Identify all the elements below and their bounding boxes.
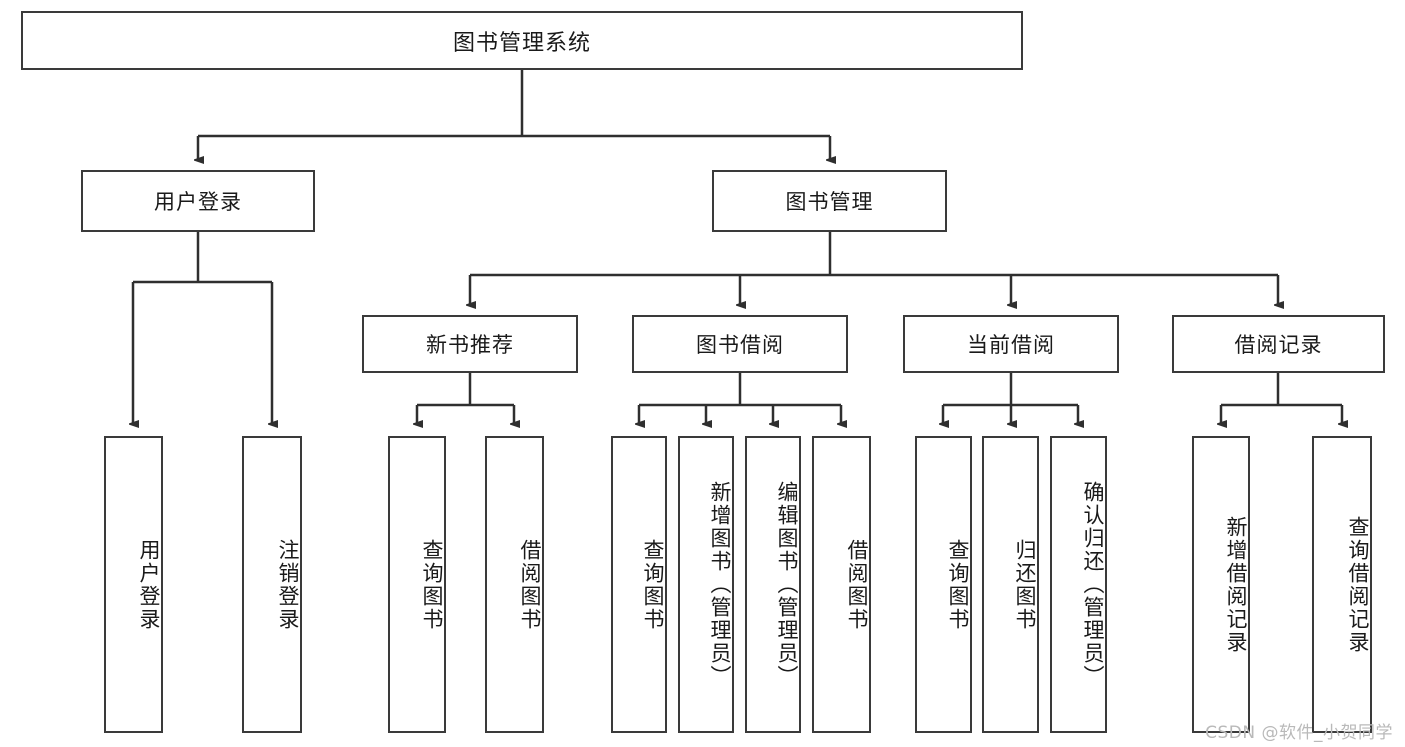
- node-leaf-borrow-book-label: 借阅图书: [845, 538, 869, 631]
- node-user-login[interactable]: 用户登录: [81, 170, 315, 232]
- node-book-manage-label: 图书管理: [785, 190, 874, 214]
- node-leaf-add-record[interactable]: 新增借阅记录: [1192, 436, 1250, 733]
- node-leaf-borrow-book-rec-label: 借阅图书: [518, 538, 542, 631]
- node-leaf-query-record[interactable]: 查询借阅记录: [1312, 436, 1372, 733]
- node-root[interactable]: 图书管理系统: [21, 11, 1023, 70]
- node-leaf-return-book[interactable]: 归还图书: [982, 436, 1039, 733]
- node-book-manage[interactable]: 图书管理: [712, 170, 947, 232]
- node-user-login-label: 用户登录: [154, 190, 242, 214]
- node-leaf-edit-book-label: 编辑图书（管理员）: [775, 481, 799, 688]
- node-root-label: 图书管理系统: [452, 30, 591, 56]
- node-new-book-rec-label: 新书推荐: [426, 333, 514, 357]
- node-leaf-user-login[interactable]: 用户登录: [104, 436, 163, 733]
- node-leaf-return-book-label: 归还图书: [1013, 538, 1037, 631]
- node-leaf-confirm-return-label: 确认归还（管理员）: [1081, 481, 1105, 688]
- node-leaf-add-record-label: 新增借阅记录: [1224, 515, 1248, 654]
- node-leaf-edit-book[interactable]: 编辑图书（管理员）: [745, 436, 801, 733]
- node-leaf-query-book-current-label: 查询图书: [946, 538, 970, 631]
- node-leaf-logout[interactable]: 注销登录: [242, 436, 302, 733]
- node-borrow-record[interactable]: 借阅记录: [1172, 315, 1385, 373]
- node-leaf-add-book-label: 新增图书（管理员）: [708, 481, 732, 688]
- node-leaf-add-book[interactable]: 新增图书（管理员）: [678, 436, 734, 733]
- node-book-borrow-label: 图书借阅: [696, 333, 784, 357]
- node-leaf-confirm-return[interactable]: 确认归还（管理员）: [1050, 436, 1107, 733]
- node-leaf-query-book-rec-label: 查询图书: [420, 538, 444, 631]
- node-leaf-borrow-book-rec[interactable]: 借阅图书: [485, 436, 544, 733]
- node-current-borrow[interactable]: 当前借阅: [903, 315, 1119, 373]
- node-leaf-query-book-borrow-label: 查询图书: [641, 538, 665, 631]
- node-leaf-query-record-label: 查询借阅记录: [1346, 515, 1370, 654]
- csdn-watermark: CSDN @软件_小贺同学: [1205, 723, 1393, 743]
- node-leaf-user-login-label: 用户登录: [137, 538, 161, 631]
- node-leaf-logout-label: 注销登录: [276, 538, 300, 631]
- node-leaf-query-book-rec[interactable]: 查询图书: [388, 436, 446, 733]
- node-borrow-record-label: 借阅记录: [1234, 333, 1323, 357]
- node-leaf-query-book-borrow[interactable]: 查询图书: [611, 436, 667, 733]
- node-leaf-borrow-book[interactable]: 借阅图书: [812, 436, 871, 733]
- node-leaf-query-book-current[interactable]: 查询图书: [915, 436, 972, 733]
- node-book-borrow[interactable]: 图书借阅: [632, 315, 848, 373]
- node-current-borrow-label: 当前借阅: [967, 333, 1055, 357]
- node-new-book-rec[interactable]: 新书推荐: [362, 315, 578, 373]
